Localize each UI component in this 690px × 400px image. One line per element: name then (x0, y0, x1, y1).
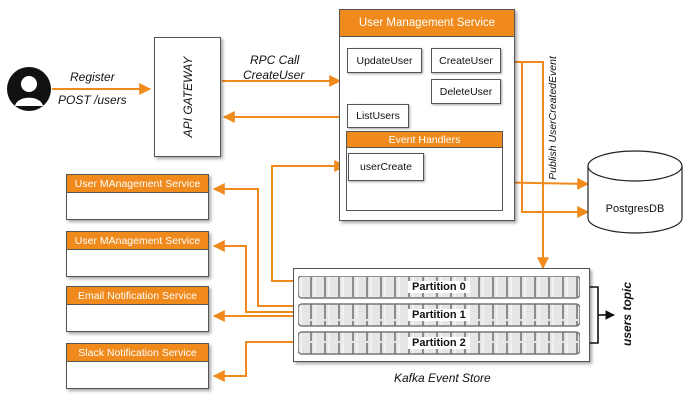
postgres-db-icon (587, 150, 683, 234)
create-user-button[interactable]: CreateUser (431, 48, 501, 73)
post-users-label: POST /users (58, 93, 127, 107)
consumer-service-title-1: User MAnagement Service (66, 174, 209, 193)
user-create-handler[interactable]: userCreate (348, 153, 424, 181)
user-avatar-icon (7, 67, 51, 111)
consumer-service-box-2: User MAnagement Service (66, 231, 209, 277)
publish-user-created-event-label: Publish UserCreatedEvent (547, 56, 559, 180)
api-gateway-box: API GATEWAY (154, 37, 221, 157)
consumer-service-title-2: User MAnagement Service (66, 231, 209, 250)
email-notification-service-title: Email Notification Service (66, 286, 209, 305)
rpc-createuser-label: CreateUser (243, 68, 305, 82)
users-topic-label: users topic (620, 281, 634, 347)
kafka-event-store-label: Kafka Event Store (394, 371, 491, 385)
partition-0-label: Partition 0 (408, 281, 470, 293)
event-handlers-title: Event Handlers (346, 131, 503, 148)
postgres-db-label: PostgresDB (605, 203, 665, 215)
slack-notification-service-box: Slack Notification Service (66, 343, 209, 389)
partition-2-label: Partition 2 (408, 337, 470, 349)
arrow-kafka-to-consumer-4 (212, 341, 296, 382)
arrow-kafka-to-consumer-2 (212, 240, 296, 313)
arrow-kafka-to-usercreate (271, 160, 347, 282)
api-gateway-label: API GATEWAY (180, 56, 195, 138)
rpc-call-label: RPC Call (250, 53, 300, 67)
user-management-service-title: User Management Service (339, 9, 515, 37)
register-label: Register (70, 70, 115, 84)
partition-1-label: Partition 1 (408, 309, 470, 321)
slack-notification-service-title: Slack Notification Service (66, 343, 209, 362)
consumer-service-box-1: User MAnagement Service (66, 174, 209, 220)
delete-user-button[interactable]: DeleteUser (431, 79, 501, 104)
email-notification-service-box: Email Notification Service (66, 286, 209, 332)
list-users-button[interactable]: ListUsers (347, 104, 409, 128)
arrow-kafka-to-consumer-1 (212, 183, 296, 307)
update-user-button[interactable]: UpdateUser (347, 48, 422, 73)
